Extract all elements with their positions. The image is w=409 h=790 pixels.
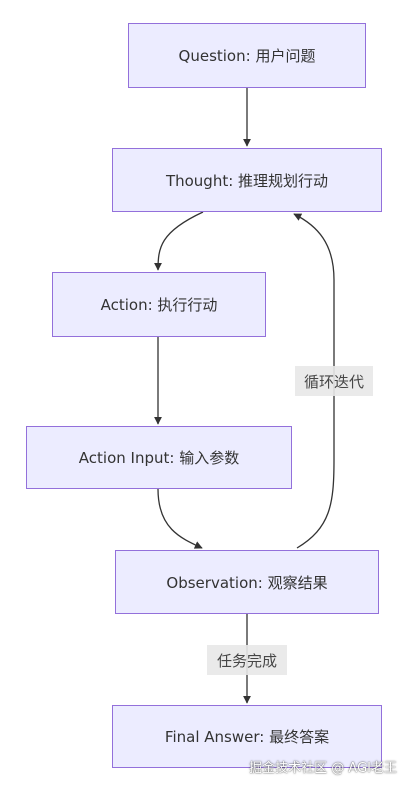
edge-thought-to-action bbox=[154, 211, 204, 271]
node-question: Question: 用户问题 bbox=[128, 23, 366, 88]
edge-label-loop-text: 循环迭代 bbox=[303, 372, 364, 391]
node-action-input-label: Action Input: 输入参数 bbox=[78, 449, 240, 467]
node-action-input: Action Input: 输入参数 bbox=[26, 426, 292, 489]
edge-label-done-text: 任务完成 bbox=[216, 651, 277, 670]
node-thought-label: Thought: 推理规划行动 bbox=[165, 171, 329, 190]
node-action-label: Action: 执行行动 bbox=[100, 296, 218, 314]
node-thought: Thought: 推理规划行动 bbox=[112, 148, 382, 212]
node-action: Action: 执行行动 bbox=[52, 272, 266, 337]
edge-label-done: 任务完成 bbox=[207, 645, 287, 675]
edge-observation-to-thought-loop bbox=[293, 213, 335, 549]
node-question-label: Question: 用户问题 bbox=[178, 47, 316, 65]
edge-label-loop: 循环迭代 bbox=[295, 366, 373, 396]
edge-action-input-to-observation bbox=[157, 488, 203, 549]
node-final-answer: Final Answer: 最终答案 bbox=[112, 705, 382, 768]
node-final-answer-label: Final Answer: 最终答案 bbox=[164, 728, 330, 746]
watermark: 掘金技术社区 @ AGI老王 bbox=[249, 761, 397, 776]
node-observation: Observation: 观察结果 bbox=[115, 550, 379, 614]
node-observation-label: Observation: 观察结果 bbox=[166, 573, 328, 592]
